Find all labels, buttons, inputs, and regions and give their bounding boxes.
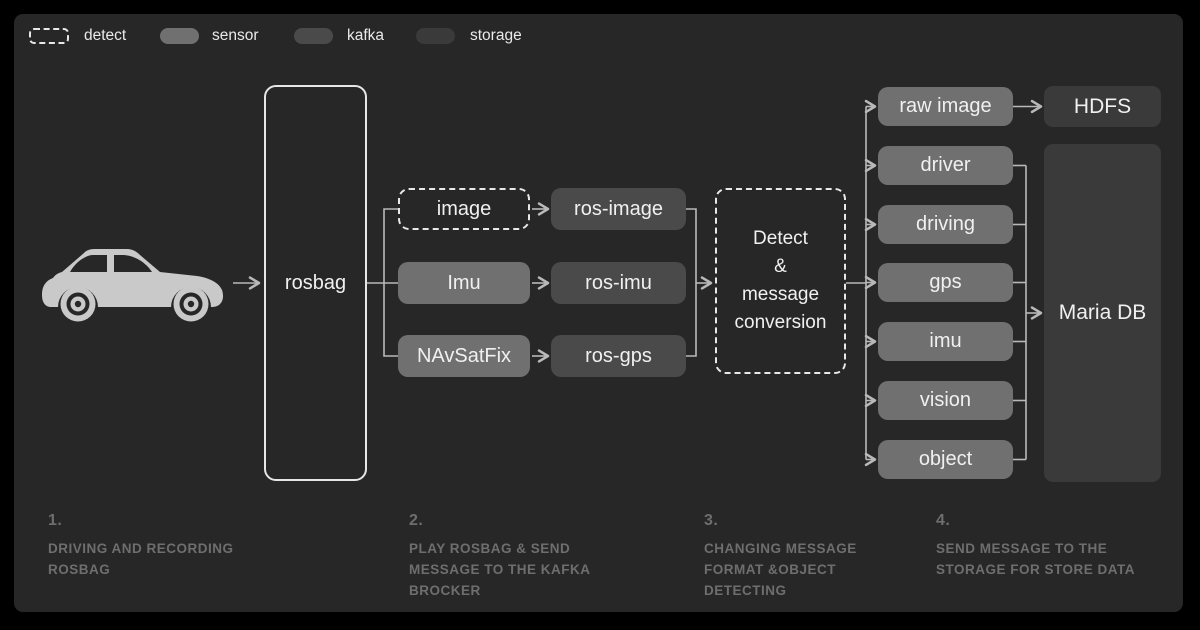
sensor-node-image-label: image	[436, 197, 492, 220]
caption-number: 2.	[409, 512, 424, 529]
caption-line: DRIVING AND RECORDING	[48, 541, 234, 556]
kafka-node-ros-image-label: ros-image	[574, 197, 663, 220]
sensor-node-imu: Imu	[398, 262, 530, 304]
kafka-node-ros-gps: ros-gps	[551, 335, 686, 377]
legend-kafka-swatch-icon	[294, 28, 333, 44]
caption-line: FORMAT &OBJECT	[704, 562, 836, 577]
caption-line: PLAY ROSBAG & SEND	[409, 541, 571, 556]
kafka-node-ros-image: ros-image	[551, 188, 686, 230]
caption-line: DETECTING	[704, 583, 787, 598]
topic-node-driving-label: driving	[916, 213, 975, 235]
legend: detect sensor kafka storage	[29, 27, 569, 45]
legend-storage-label: storage	[470, 27, 522, 44]
caption-1: 1. DRIVING AND RECORDING ROSBAG	[48, 512, 298, 580]
rosbag-node: rosbag	[264, 85, 367, 481]
kafka-node-ros-imu-label: ros-imu	[585, 271, 652, 294]
legend-sensor-label: sensor	[212, 27, 259, 44]
legend-detect-swatch-icon	[29, 28, 69, 44]
sensor-node-imu-label: Imu	[447, 271, 481, 294]
kafka-node-ros-imu: ros-imu	[551, 262, 686, 304]
caption-4: 4. SEND MESSAGE TO THE STORAGE FOR STORE…	[936, 512, 1186, 580]
topic-node-vision-label: vision	[919, 389, 972, 411]
kafka-node-ros-gps-label: ros-gps	[585, 344, 652, 367]
caption-line: CHANGING MESSAGE	[704, 541, 857, 556]
caption-2: 2. PLAY ROSBAG & SEND MESSAGE TO THE KAF…	[409, 512, 659, 601]
sensor-node-navsatfix-label: NAvSatFix	[416, 344, 512, 367]
topic-node-imu: imu	[878, 322, 1013, 361]
detect-line: Detect	[753, 228, 808, 249]
hdfs-node: HDFS	[1044, 86, 1161, 127]
caption-line: SEND MESSAGE TO THE	[936, 541, 1108, 556]
legend-sensor-swatch-icon	[160, 28, 199, 44]
detect-node: Detect & message conversion	[715, 188, 846, 374]
caption-line: MESSAGE TO THE KAFKA	[409, 562, 591, 577]
topic-node-gps-label: gps	[929, 271, 962, 293]
caption-number: 1.	[48, 512, 63, 529]
car-icon	[40, 245, 226, 323]
topic-node-raw-image-label: raw image	[899, 95, 992, 117]
hdfs-label: HDFS	[1073, 94, 1132, 118]
caption-line: ROSBAG	[48, 562, 111, 577]
topic-node-driver-label: driver	[920, 154, 971, 176]
topic-node-vision: vision	[878, 381, 1013, 420]
detect-line: message	[741, 284, 820, 305]
mariadb-label: Maria DB	[1058, 301, 1147, 324]
topic-node-driving: driving	[878, 205, 1013, 244]
caption-number: 4.	[936, 512, 951, 529]
rosbag-label: rosbag	[284, 271, 347, 294]
detect-line: conversion	[734, 312, 827, 333]
topic-node-object-label: object	[918, 448, 973, 470]
caption-3: 3. CHANGING MESSAGE FORMAT &OBJECT DETEC…	[704, 512, 954, 601]
topic-node-imu-label: imu	[929, 330, 962, 352]
topic-node-gps: gps	[878, 263, 1013, 302]
detect-line: &	[774, 256, 787, 277]
topic-node-object: object	[878, 440, 1013, 479]
caption-line: STORAGE FOR STORE DATA	[936, 562, 1136, 577]
caption-line: BROCKER	[409, 583, 481, 598]
topic-node-raw-image: raw image	[878, 87, 1013, 126]
sensor-node-navsatfix: NAvSatFix	[398, 335, 530, 377]
legend-storage-swatch-icon	[416, 28, 455, 44]
legend-kafka-label: kafka	[347, 27, 385, 44]
mariadb-node: Maria DB	[1044, 144, 1161, 482]
caption-number: 3.	[704, 512, 719, 529]
sensor-node-image: image	[398, 188, 530, 230]
topic-node-driver: driver	[878, 146, 1013, 185]
legend-detect-label: detect	[84, 27, 127, 44]
